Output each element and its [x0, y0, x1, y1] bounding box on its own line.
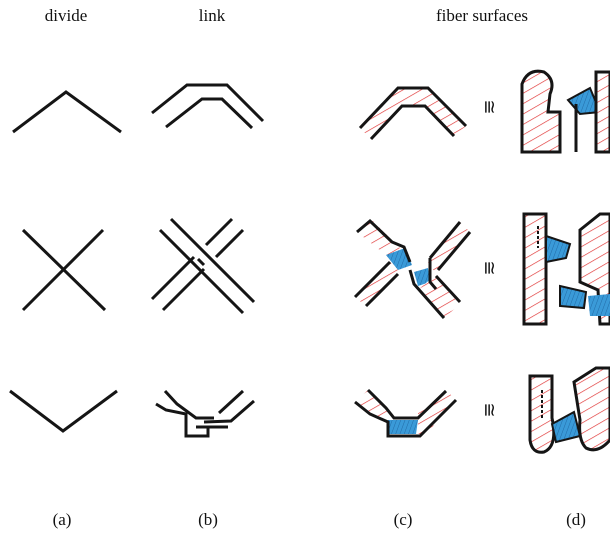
divide-row3	[9, 389, 118, 433]
link-row3	[155, 389, 255, 438]
fiber-surface-row2	[353, 218, 472, 319]
caption-d: (d)	[566, 510, 586, 529]
caption-a: (a)	[52, 510, 72, 529]
surface-d-row1	[520, 69, 610, 154]
link-row2	[150, 217, 256, 315]
header-divide: divide	[44, 6, 88, 25]
link-row1	[151, 83, 265, 130]
header-link: link	[198, 6, 226, 25]
caption-b: (b)	[198, 510, 218, 529]
caption-c: (c)	[393, 510, 413, 529]
surface-d-row2	[522, 212, 610, 326]
surface-d-row3	[528, 366, 610, 454]
header-fiber-surfaces: fiber surfaces	[435, 6, 529, 25]
divide-row1	[12, 90, 122, 134]
fiber-surface-row3	[354, 388, 458, 438]
fiber-surface-row1	[358, 86, 468, 141]
divide-row2	[21, 228, 107, 312]
